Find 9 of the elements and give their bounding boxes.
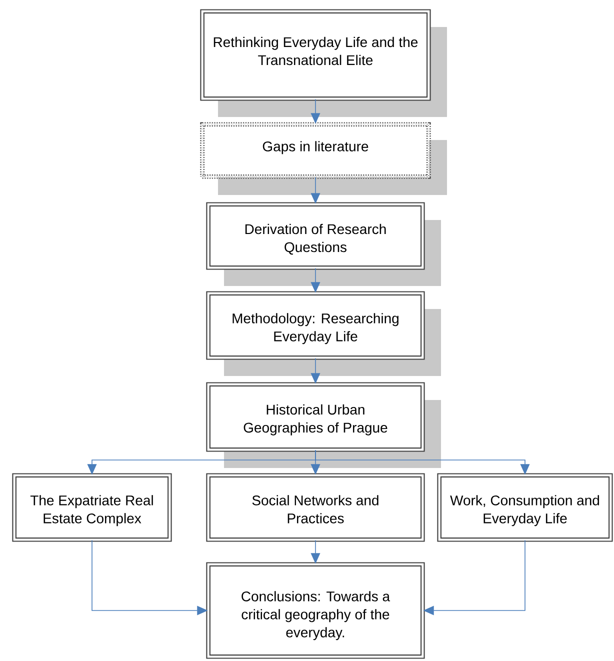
process-box: Social Networks and Practices — [206, 473, 425, 542]
process-box: Historical Urban Geographies of Prague — [206, 382, 425, 452]
process-box: Rethinking Everyday Life and the Transnational Elite — [200, 9, 431, 101]
process-box: The Expatriate Real Estate Complex — [12, 473, 172, 542]
process-box: Methodology: Researching Everyday Life — [206, 291, 425, 360]
process-box: Derivation of Research Questions — [206, 202, 425, 270]
process-box: Conclusions: Towards a critical geography of the everyday. — [206, 562, 425, 659]
process-box: Work, Consumption and Everyday Life — [437, 473, 613, 542]
process-box: Gaps in literature — [200, 122, 431, 179]
